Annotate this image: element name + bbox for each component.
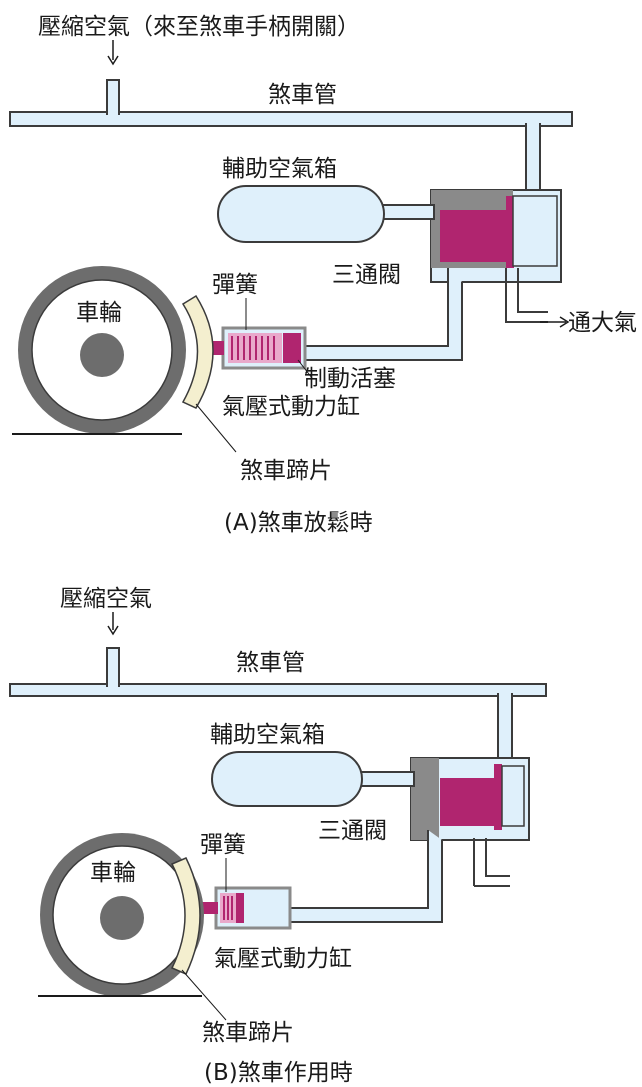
label-aux-tank-a: 輔助空氣箱 [222, 156, 337, 182]
leader-shoe-a [195, 403, 237, 453]
feed-joint-b [499, 690, 511, 698]
exhaust-arrow-head-a [559, 316, 570, 328]
valve-feed-pipe-b [497, 693, 513, 765]
triple-valve-body-b [411, 758, 439, 840]
brake-piston-a [283, 333, 301, 363]
exhaust-pipe2-b [485, 838, 510, 887]
triple-valve-piston-b [440, 778, 496, 826]
triple-valve-piston-a [440, 210, 506, 262]
caption-a: (A)煞車放鬆時 [224, 510, 373, 536]
wheel-hub-b [100, 896, 144, 940]
label-shoe-b: 煞車蹄片 [202, 1020, 294, 1046]
label-brake-pipe-a: 煞車管 [268, 82, 337, 108]
spring-coils-b [223, 896, 233, 920]
leader-shoe-b [181, 969, 227, 1021]
label-wheel-a: 車輪 [76, 300, 122, 326]
valve-feed-pipe-a [525, 123, 541, 197]
exhaust-pipe-a [505, 268, 548, 323]
label-spring-b: 彈簧 [200, 832, 246, 858]
label-cylinder-a: 氣壓式動力缸 [222, 394, 360, 420]
leader-piston-a [297, 359, 313, 379]
label-wheel-b: 車輪 [90, 860, 136, 886]
air-arrow-head-b [107, 625, 119, 636]
inlet-stub-b [106, 647, 120, 687]
feed-joint-a [527, 118, 539, 128]
aux-tank-a [217, 185, 385, 243]
label-exhaust-a: 通大氣 [568, 310, 637, 336]
aux-tank-b [211, 751, 363, 807]
label-aux-tank-b: 輔助空氣箱 [210, 722, 325, 748]
label-piston-a: 制動活塞 [304, 366, 396, 392]
inlet-stub-a [106, 79, 120, 115]
label-spring-a: 彈簧 [212, 272, 258, 298]
label-triple-valve-a: 三通閥 [332, 262, 401, 288]
panel-b: 壓縮空氣 煞車管 輔助空氣箱 三通閥 彈簧 車輪 氣壓式動力缸 煞車蹄片 (B)… [9, 586, 547, 1086]
brake-piston-b [236, 893, 244, 923]
air-arrow-head-a [107, 55, 119, 66]
label-compressed-air-a: 壓縮空氣（來至煞車手柄開關） [38, 14, 360, 40]
spring-coils-a [231, 336, 275, 360]
panel-a: 壓縮空氣（來至煞車手柄開關） 煞車管 輔助空氣箱 三通閥 彈簧 車輪 通大氣 制… [9, 14, 637, 536]
valve-rod-a [506, 196, 514, 268]
label-shoe-a: 煞車蹄片 [240, 458, 332, 484]
brake-shoe-a [181, 294, 214, 409]
label-brake-pipe-b: 煞車管 [236, 650, 305, 676]
wheel-hub-a [80, 333, 124, 377]
valve-rod-b [494, 764, 502, 830]
valve-inner-chamber-a [512, 195, 558, 267]
label-compressed-air-b: 壓縮空氣 [60, 586, 152, 612]
brake-pipe-a [9, 111, 573, 127]
label-triple-valve-b: 三通閥 [318, 818, 387, 844]
inlet-joint-b [108, 682, 118, 688]
brake-pipe-b [9, 683, 547, 697]
valve-inner-chamber-b [501, 765, 525, 827]
inlet-joint-a [108, 110, 118, 116]
exhaust-pipe2-a [517, 268, 548, 313]
caption-b: (B)煞車作用時 [204, 1060, 353, 1086]
label-cylinder-b: 氣壓式動力缸 [214, 946, 352, 972]
